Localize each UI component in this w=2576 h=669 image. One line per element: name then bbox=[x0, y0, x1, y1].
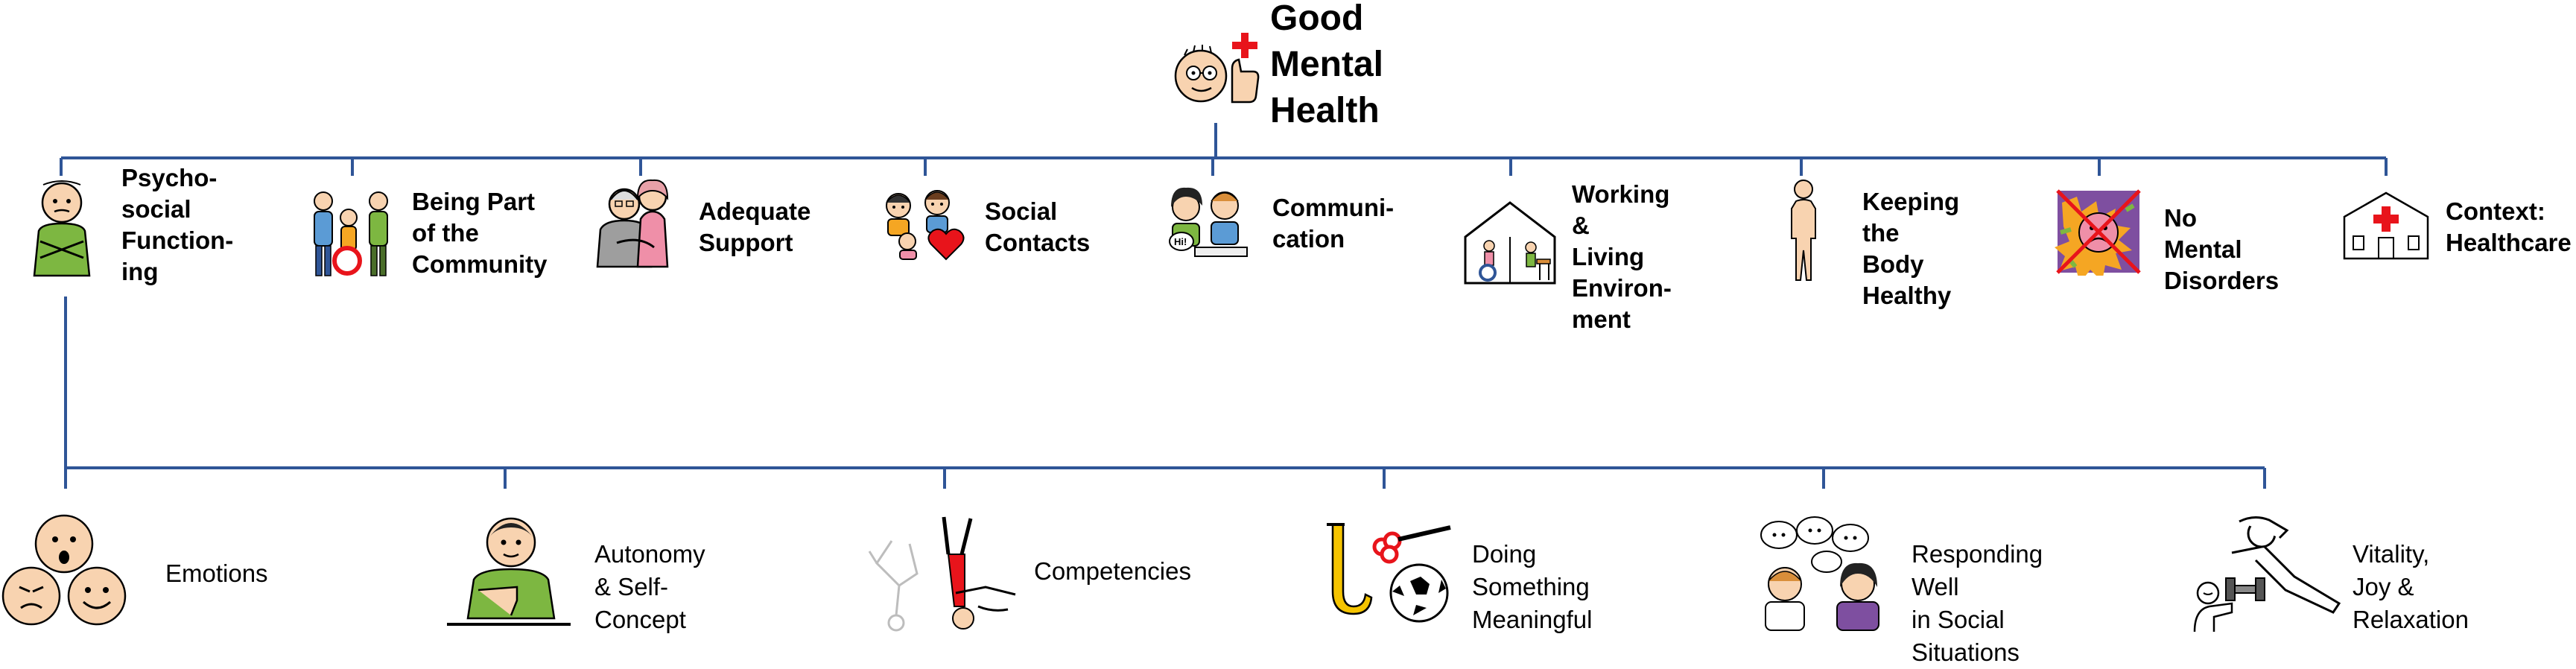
people-speech-bubbles-icon bbox=[1760, 516, 1879, 631]
crossed-out-distressed-face-icon bbox=[2055, 189, 2141, 276]
subcategory-label: Emotions bbox=[165, 559, 268, 587]
subcategory-label: Doing Something Meaningful bbox=[1472, 540, 1593, 633]
subcategory-label: Vitality, Joy & Relaxation bbox=[2353, 540, 2469, 633]
talking-people-hi-bubble-icon: Hi! bbox=[1169, 187, 1248, 257]
category-label: Communi- cation bbox=[1272, 194, 1395, 253]
community-people-with-wheelchair-icon bbox=[314, 191, 388, 276]
category-label: Working & Living Environ- ment bbox=[1572, 180, 1672, 333]
house-with-people-icon bbox=[1464, 201, 1556, 285]
category-label: Social Contacts bbox=[985, 197, 1091, 256]
hospital-icon bbox=[2343, 191, 2429, 260]
svg-text:Hi!: Hi! bbox=[1174, 236, 1187, 247]
category-label: Psycho- social Function- ing bbox=[121, 164, 234, 285]
subcategory-label: Autonomy & Self- Concept bbox=[594, 540, 705, 633]
person-pointing-self-icon bbox=[447, 517, 571, 626]
category-label: Context: Healthcare bbox=[2446, 197, 2572, 256]
human-body-icon bbox=[1791, 180, 1816, 281]
relaxing-person-with-dumbbell-icon bbox=[2193, 516, 2341, 632]
subcategory-label: Responding Well in Social Situations bbox=[1912, 540, 2043, 666]
acrobat-skills-icon bbox=[868, 516, 1016, 632]
crossed-arms-person-icon bbox=[33, 180, 91, 277]
connector-lines bbox=[60, 123, 2388, 489]
root-label: Good Mental Health bbox=[1270, 0, 1384, 130]
category-label: Being Part of the Community bbox=[412, 188, 548, 278]
category-label: Adequate Support bbox=[699, 197, 811, 256]
thumbs-up-person-with-red-cross-icon bbox=[1174, 33, 1260, 104]
three-emotion-faces-icon bbox=[1, 514, 127, 626]
family-with-heart-icon bbox=[886, 190, 965, 261]
category-label: Keeping the Body Healthy bbox=[1862, 188, 1960, 309]
caregiver-support-icon bbox=[596, 179, 669, 268]
category-label: No Mental Disorders bbox=[2164, 204, 2280, 294]
saxophone-paint-football-icon bbox=[1327, 523, 1451, 623]
subcategory-label: Competencies bbox=[1034, 557, 1191, 585]
